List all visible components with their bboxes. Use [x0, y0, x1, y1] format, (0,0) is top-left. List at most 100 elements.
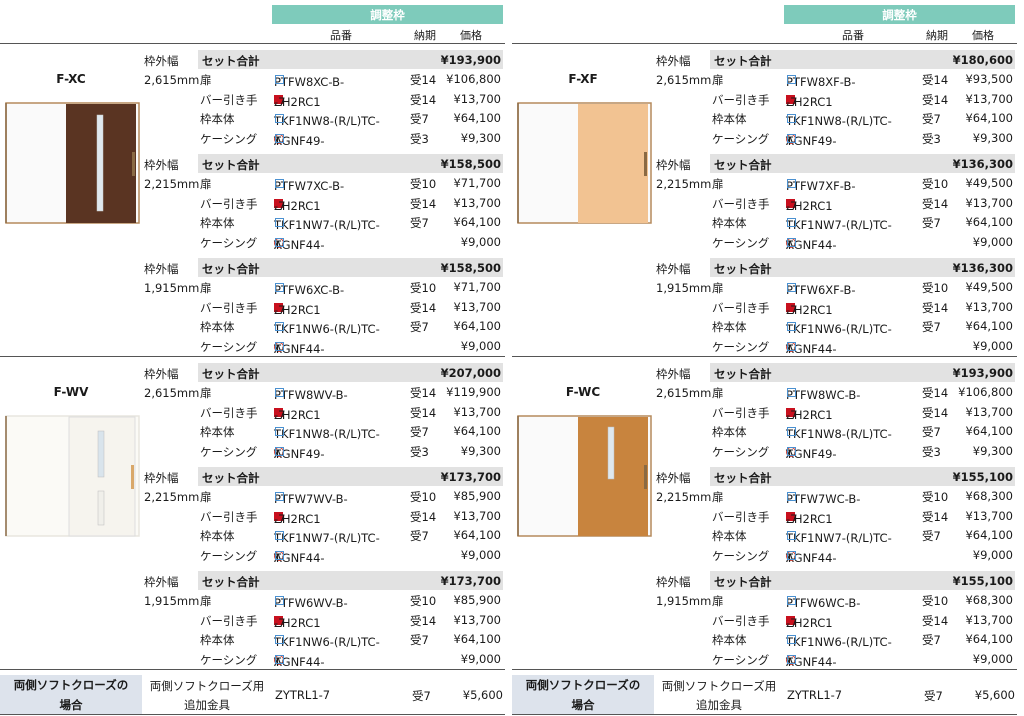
part-price: ¥9,000 — [460, 234, 501, 249]
frame-width-value: 2,615mm — [144, 386, 200, 400]
set-total-bar: セット合計¥180,600 — [710, 50, 1015, 69]
color-square-icon — [275, 550, 284, 560]
part-name: バー引き手 — [200, 300, 258, 315]
code-text-b: -7 — [274, 198, 286, 213]
set-total-bar: セット合計¥193,900 — [198, 50, 503, 69]
door-image — [515, 413, 655, 546]
set-total-price: ¥173,700 — [440, 470, 501, 484]
door-image — [515, 100, 655, 233]
code-text-a: ZH2RC1 — [274, 302, 321, 317]
frame-width-value: 2,615mm — [656, 73, 712, 87]
code-text-a: AGNF44- — [274, 237, 325, 252]
code-text-a: ZH2RC1 — [786, 198, 833, 213]
part-delivery: 受10 — [922, 490, 949, 504]
part-delivery: 受14 — [922, 386, 949, 400]
footer-delivery: 受7 — [412, 689, 431, 703]
part-name: ケーシング — [712, 444, 770, 459]
door-inset — [97, 490, 105, 526]
color-square-icon — [275, 654, 284, 664]
part-name: 扉 — [200, 594, 212, 608]
code-text: PTFW8WC-B- — [786, 388, 861, 402]
col-code-header: 品番 — [330, 29, 352, 42]
set-total-bar: セット合計¥158,500 — [198, 154, 503, 173]
door-handle — [644, 152, 647, 176]
color-square-icon — [275, 133, 284, 143]
part-price: ¥64,100 — [965, 215, 1013, 229]
col-delivery-header: 納期 — [414, 29, 436, 42]
part-delivery: 受7 — [410, 529, 429, 543]
code-text-a: ZH2RC1 — [786, 94, 833, 109]
code-text-b: T- — [786, 133, 797, 148]
code-text: TKF1NW7-(R/L)TC- — [786, 531, 892, 545]
code-text: TKF1NW8-(R/L)TC- — [274, 427, 380, 441]
part-delivery: 受10 — [410, 281, 437, 295]
model-name: F-XC — [56, 72, 86, 86]
model-name: F-XF — [568, 72, 598, 86]
color-square-icon — [787, 427, 796, 436]
part-price: ¥13,700 — [965, 91, 1013, 106]
part-price: ¥49,500 — [965, 176, 1013, 190]
code-text: TKF1NW8-(R/L)TC- — [786, 114, 892, 128]
footer-label-line2: 追加金具 — [696, 698, 742, 712]
section-rule — [0, 356, 505, 357]
code-text-a: ZH2RC1 — [786, 511, 833, 526]
col-code-header: 品番 — [842, 29, 864, 42]
part-delivery: 受7 — [410, 320, 429, 334]
set-total-price: ¥207,000 — [440, 366, 501, 380]
set-total-bar: セット合計¥155,100 — [710, 467, 1015, 486]
color-square-icon — [275, 446, 284, 456]
part-name: 扉 — [712, 73, 724, 87]
code-text-a: AGNF49- — [786, 133, 837, 148]
code-text-b: -7 — [786, 198, 798, 213]
part-name: バー引き手 — [200, 613, 258, 628]
code-text: PTFW6XF-B- — [786, 283, 856, 297]
set-total-label: セット合計 — [714, 575, 772, 589]
part-price: ¥13,700 — [453, 91, 501, 106]
color-square-icon — [275, 179, 284, 188]
part-price: ¥64,100 — [453, 319, 501, 333]
part-name: バー引き手 — [200, 509, 258, 524]
part-delivery: 受14 — [922, 509, 949, 524]
set-total-bar: セット合計¥158,500 — [198, 258, 503, 277]
part-price: ¥13,700 — [453, 404, 501, 419]
code-text-b: -7 — [786, 302, 798, 317]
code-text: PTFW8XF-B- — [786, 75, 856, 89]
part-price: ¥64,100 — [453, 528, 501, 542]
color-square-icon — [787, 179, 796, 188]
part-price: ¥13,700 — [453, 612, 501, 627]
part-name: 扉 — [712, 386, 724, 400]
part-name: 扉 — [200, 386, 212, 400]
color-square-icon — [275, 635, 284, 644]
door-illustration — [5, 415, 140, 537]
left-half: 調整枠 品番 納期 価格 両側ソフトクローズの 場合 両側ソフトクローズ用 追加… — [0, 5, 505, 715]
code-text-a: ZH2RC1 — [274, 615, 321, 630]
part-name: ケーシング — [712, 339, 770, 354]
footer-title-line2: 場合 — [59, 698, 83, 712]
part-name: 扉 — [200, 281, 212, 295]
part-price: ¥64,100 — [965, 111, 1013, 125]
part-price: ¥64,100 — [965, 632, 1013, 646]
color-square-icon — [787, 635, 796, 644]
set-total-label: セット合計 — [202, 262, 260, 276]
part-name: 枠本体 — [712, 320, 747, 334]
set-total-price: ¥155,100 — [952, 470, 1013, 484]
code-text: TKF1NW6-(R/L)TC- — [786, 322, 892, 336]
part-name: 扉 — [200, 490, 212, 504]
code-text: PTFW7XC-B- — [274, 179, 345, 193]
code-text-b: T- — [786, 654, 797, 669]
set-total-price: ¥180,600 — [952, 53, 1013, 67]
